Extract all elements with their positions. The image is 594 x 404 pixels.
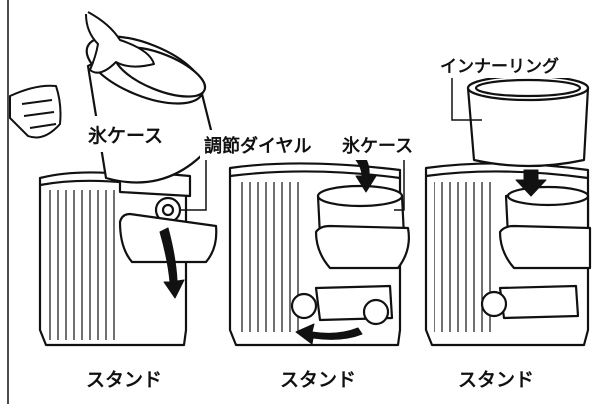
label-stand-3: スタンド: [458, 369, 534, 391]
label-dial-text: 調節ダイヤル: [204, 135, 311, 157]
stand-ribs-1: [48, 190, 118, 340]
dial-knob-2b: [362, 298, 390, 326]
dial-knob-3: [480, 290, 508, 318]
label-ice-case-mid-text: 氷ケース: [342, 135, 413, 157]
label-ice-case-left-text: 氷ケース: [88, 125, 163, 147]
holder-ring-3: [498, 224, 592, 270]
holder-ring-2: [314, 224, 410, 270]
label-dial: 調節ダイヤル: [180, 130, 328, 211]
label-inner-ring-text: インナーリング: [440, 56, 559, 77]
label-inner-ring: インナーリング: [436, 52, 588, 121]
label-ice-case-mid: 氷ケース: [338, 130, 438, 211]
arrow-down-1: [159, 227, 185, 299]
panel-3: [424, 74, 592, 347]
arrow-rotate-2: [295, 323, 363, 345]
panel-1: [9, 11, 218, 347]
label-ice-case-left: 氷ケース: [80, 116, 178, 152]
dial-knob-2a: [290, 292, 318, 320]
label-stand-1: スタンド: [86, 369, 162, 391]
panel-2: [228, 153, 410, 347]
hand-illustration: [9, 11, 155, 139]
label-stand-2: スタンド: [280, 369, 356, 391]
arrow-down-3: [515, 169, 547, 197]
